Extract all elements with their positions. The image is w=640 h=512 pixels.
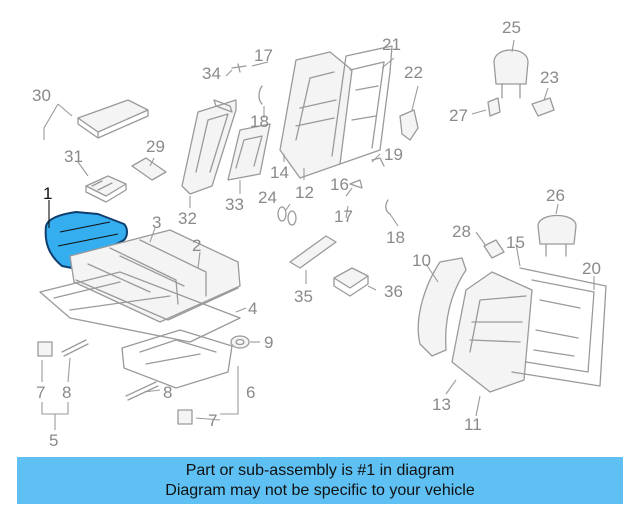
callout-3[interactable]: 3 [152, 213, 161, 232]
part-11-13-drawing [451, 271, 533, 393]
part-33-drawing [227, 123, 271, 181]
part-26-drawing [537, 214, 577, 257]
part-15-20-drawing [511, 267, 607, 387]
part-8-drawing [61, 339, 159, 401]
part-21-drawing [331, 45, 393, 165]
part-12-14-drawing [279, 51, 353, 179]
part-36-drawing [333, 267, 369, 297]
callout-10[interactable]: 10 [412, 251, 431, 270]
part-10-drawing [417, 257, 467, 357]
info-banner: Part or sub-assembly is #1 in diagram Di… [17, 457, 623, 504]
leader-lines [41, 39, 595, 430]
callout-28[interactable]: 28 [452, 222, 471, 241]
callout-numbers: 1 2 3 4 5 6 7 7 8 8 9 10 11 12 13 14 15 … [32, 18, 601, 450]
callout-2[interactable]: 2 [192, 236, 201, 255]
part-9-drawing [230, 335, 250, 349]
callout-23[interactable]: 23 [540, 68, 559, 87]
callout-1[interactable]: 1 [43, 184, 52, 203]
part-35-drawing [289, 235, 337, 269]
callout-33[interactable]: 33 [225, 195, 244, 214]
callout-9[interactable]: 9 [264, 333, 273, 352]
part-31-drawing [85, 175, 127, 203]
part-7-drawing [37, 341, 193, 425]
callout-35[interactable]: 35 [294, 287, 313, 306]
callout-8a[interactable]: 8 [62, 383, 71, 402]
banner-line-1: Part or sub-assembly is #1 in diagram [185, 461, 455, 479]
callout-16[interactable]: 16 [330, 175, 349, 194]
banner-line-2: Diagram may not be specific to your vehi… [165, 481, 475, 499]
callout-17a[interactable]: 17 [254, 46, 273, 65]
callout-18b[interactable]: 18 [386, 228, 405, 247]
callout-29[interactable]: 29 [146, 137, 165, 156]
callout-20[interactable]: 20 [582, 259, 601, 278]
callout-5[interactable]: 5 [49, 431, 58, 450]
callout-8b[interactable]: 8 [163, 383, 172, 402]
part-34-drawing [213, 63, 247, 113]
part-25-drawing [493, 49, 529, 99]
callout-17b[interactable]: 17 [334, 207, 353, 226]
callout-18a[interactable]: 18 [250, 112, 269, 131]
callout-6[interactable]: 6 [246, 383, 255, 402]
callout-7a[interactable]: 7 [36, 383, 45, 402]
callout-24[interactable]: 24 [258, 188, 277, 207]
parts-diagram: 1 2 3 4 5 6 7 7 8 8 9 10 11 12 13 14 15 … [32, 18, 607, 450]
callout-22[interactable]: 22 [404, 63, 423, 82]
part-6-drawing [121, 329, 233, 389]
part-1-highlight [44, 211, 128, 269]
part-32-drawing [181, 99, 237, 195]
callout-13[interactable]: 13 [432, 395, 451, 414]
callout-34[interactable]: 34 [202, 64, 221, 83]
callout-31[interactable]: 31 [64, 147, 83, 166]
part-30-drawing [77, 99, 149, 139]
callout-15[interactable]: 15 [506, 233, 525, 252]
callout-25[interactable]: 25 [502, 18, 521, 37]
callout-11[interactable]: 11 [464, 415, 482, 434]
callout-19[interactable]: 19 [384, 145, 403, 164]
callout-36[interactable]: 36 [384, 282, 403, 301]
callout-7b[interactable]: 7 [208, 411, 217, 430]
callout-32[interactable]: 32 [178, 209, 197, 228]
part-22-drawing [399, 109, 419, 141]
part-29-drawing [131, 157, 167, 181]
callout-27[interactable]: 27 [449, 106, 468, 125]
callout-14[interactable]: 14 [270, 163, 289, 182]
callout-30[interactable]: 30 [32, 86, 51, 105]
part-2-3-4-drawing [39, 229, 241, 343]
callout-26[interactable]: 26 [546, 186, 565, 205]
callout-12[interactable]: 12 [295, 183, 314, 202]
callout-4[interactable]: 4 [248, 299, 257, 318]
callout-21[interactable]: 21 [382, 35, 401, 54]
